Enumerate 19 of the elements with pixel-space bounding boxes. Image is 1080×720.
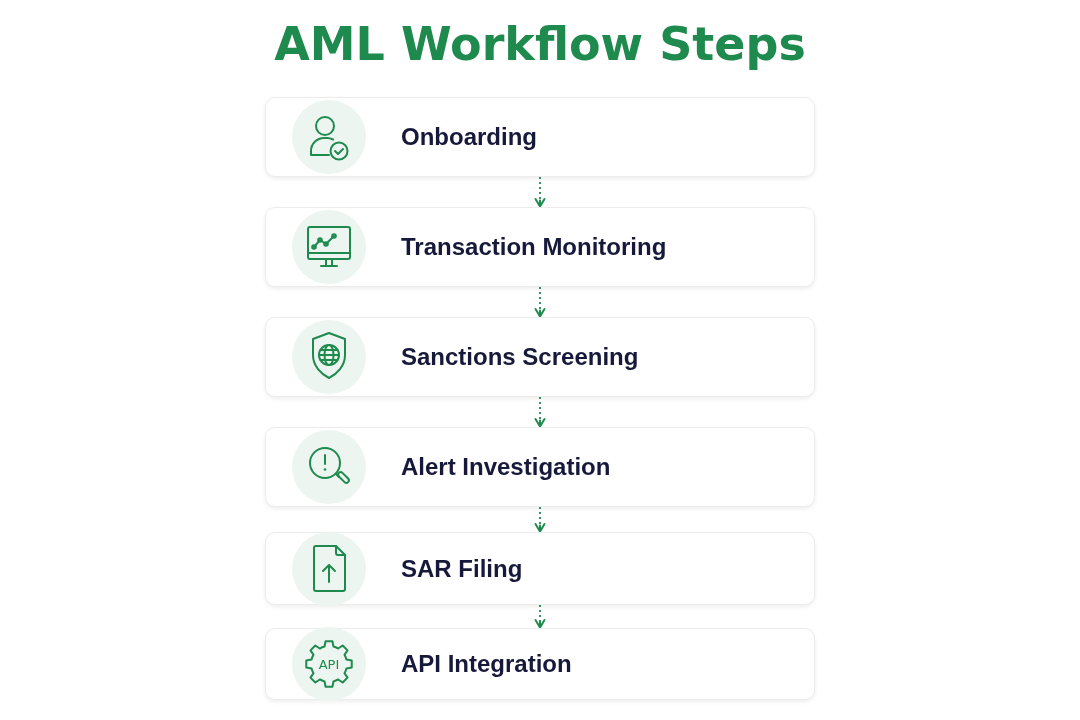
step-card xyxy=(265,628,815,700)
arrow xyxy=(534,176,546,208)
step-label: API Integration xyxy=(401,649,572,679)
step-label: Transaction Monitoring xyxy=(401,232,667,262)
arrow xyxy=(534,506,546,533)
step-label: Onboarding xyxy=(401,122,537,152)
step-card xyxy=(265,317,815,397)
step-card xyxy=(265,532,815,605)
arrow xyxy=(534,396,546,428)
icon-text: API xyxy=(318,656,340,672)
step-label: SAR Filing xyxy=(401,553,523,584)
step-label: Alert Investigation xyxy=(401,452,611,482)
title: AML Workflow Steps xyxy=(274,16,806,72)
arrow xyxy=(534,604,546,629)
step-label: Sanctions Screening xyxy=(401,342,639,372)
arrow xyxy=(534,286,546,318)
step-card xyxy=(265,97,815,177)
step-card xyxy=(265,427,815,507)
step-card xyxy=(265,207,815,287)
